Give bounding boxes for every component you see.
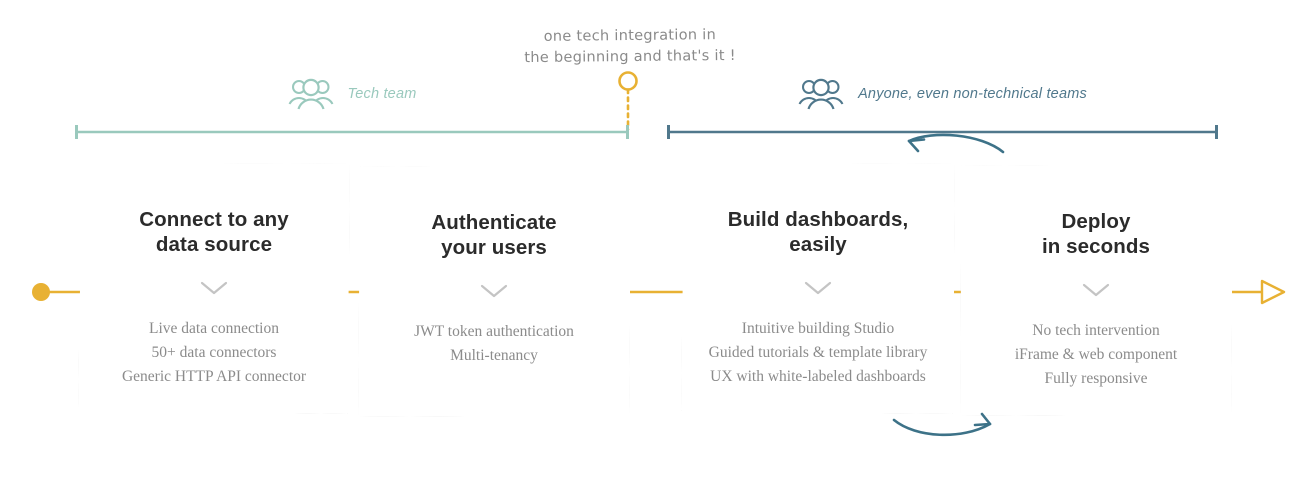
- chevron-down-icon: [200, 281, 228, 295]
- card-body-line: iFrame & web component: [1014, 346, 1178, 363]
- step-card-deploy[interactable]: Deploy in seconds No tech intervention i…: [960, 165, 1232, 416]
- card-body: Live data connection 50+ data connectors…: [78, 317, 350, 389]
- card-body-line: 50+ data connectors: [151, 344, 277, 361]
- card-title-line-2: in seconds: [1041, 235, 1151, 258]
- card-body-line: JWT token authentication: [414, 323, 574, 340]
- card-title: Build dashboards, easily: [681, 207, 955, 257]
- yellow-pin-icon: [618, 71, 638, 130]
- chevron-down-icon: [804, 281, 832, 295]
- sketch-arrow-right-icon: [892, 412, 992, 437]
- annotation-line-1: one tech integration in: [543, 27, 717, 45]
- card-body-line: Live data connection: [149, 320, 279, 337]
- card-body-line: UX with white-labeled dashboards: [710, 368, 926, 385]
- card-body-line: Intuitive building Studio: [741, 320, 895, 337]
- handwritten-annotation: one tech integration in the beginning an…: [490, 25, 770, 70]
- card-title: Deploy in seconds: [960, 209, 1232, 259]
- card-body-line: Multi-tenancy: [450, 347, 538, 364]
- card-body: JWT token authentication Multi-tenancy: [358, 320, 630, 368]
- card-body-line: Fully responsive: [1044, 370, 1148, 387]
- segment-bracket: [667, 125, 1218, 139]
- card-body: Intuitive building Studio Guided tutoria…: [681, 317, 955, 389]
- segment-header: Anyone, even non-technical teams: [667, 72, 1218, 116]
- card-body: No tech intervention iFrame & web compon…: [960, 319, 1232, 391]
- card-title: Connect to any data source: [78, 207, 350, 257]
- segment-anyone: Anyone, even non-technical teams: [667, 72, 1218, 140]
- step-card-connect[interactable]: Connect to any data source Live data con…: [78, 163, 350, 414]
- segment-label: Anyone, even non-technical teams: [858, 86, 1087, 102]
- segment-tech-team: Tech team: [75, 72, 629, 140]
- card-body-line: Guided tutorials & template library: [708, 344, 928, 361]
- card-body-line: Generic HTTP API connector: [121, 368, 307, 385]
- chevron-down-icon: [1082, 283, 1110, 297]
- card-title-line-1: Deploy: [1061, 210, 1131, 233]
- sketch-arrow-left-icon: [907, 133, 1005, 154]
- step-card-build[interactable]: Build dashboards, easily Intuitive build…: [681, 163, 955, 414]
- card-title-line-1: Authenticate: [431, 211, 557, 234]
- segment-header: Tech team: [75, 72, 629, 116]
- timeline-end-arrow: [1260, 279, 1286, 305]
- segment-label: Tech team: [347, 86, 417, 102]
- step-card-authenticate[interactable]: Authenticate your users JWT token authen…: [358, 166, 630, 417]
- card-title-line-2: easily: [789, 233, 847, 256]
- card-title-line-2: your users: [441, 236, 547, 259]
- card-title-line-1: Connect to any: [139, 208, 289, 231]
- segment-bracket: [75, 125, 629, 139]
- people-group-icon: [798, 78, 844, 110]
- card-title: Authenticate your users: [358, 210, 630, 260]
- people-group-icon: [288, 78, 333, 110]
- timeline-start-dot: [32, 283, 50, 301]
- chevron-down-icon: [480, 284, 508, 298]
- card-body-line: No tech intervention: [1032, 322, 1160, 339]
- annotation-line-2: the beginning and that's it !: [524, 47, 736, 67]
- card-title-line-2: data source: [155, 233, 273, 256]
- card-title-line-1: Build dashboards,: [727, 208, 909, 231]
